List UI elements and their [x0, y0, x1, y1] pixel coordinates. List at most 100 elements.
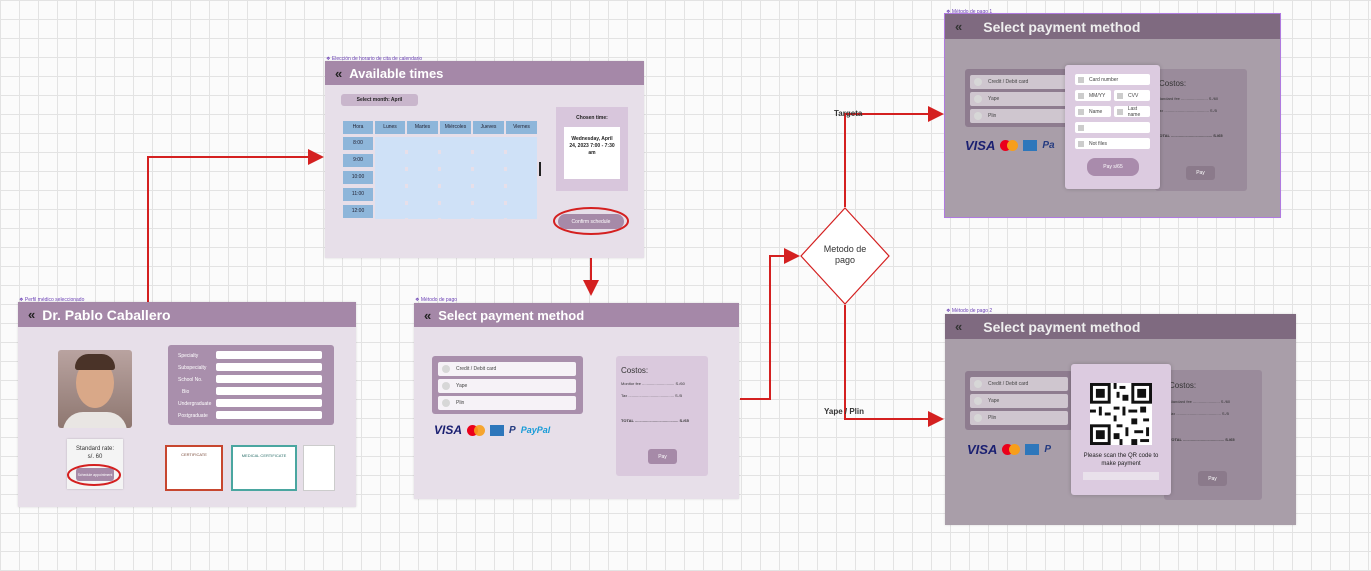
mastercard-logo	[1000, 140, 1019, 151]
cost-line-total: TOTAL ..................................…	[1157, 133, 1223, 138]
method-card[interactable]: Credit / Debit card	[970, 75, 1067, 89]
field-label-bio: Bio	[182, 389, 190, 395]
payment-methods-box: Credit / Debit card Yape Plin	[432, 356, 583, 414]
visa-logo: VISA	[967, 442, 998, 457]
radio-icon	[974, 78, 982, 86]
card-brands: VISA P	[967, 442, 1051, 457]
doctor-photo	[58, 350, 132, 428]
grid-head-jueves: Jueves	[473, 121, 504, 134]
chosen-time-value: Wednesday, April 24, 2023 7:00 - 7:30 am	[564, 127, 620, 179]
cost-line-total: TOTAL ..................................…	[621, 418, 689, 423]
pay-button[interactable]: Pay	[648, 449, 677, 464]
field-input-postgraduate[interactable]	[216, 411, 322, 419]
payment-qr-header: « Select payment method	[945, 314, 1296, 339]
rate-label: Standard rate:	[75, 446, 115, 452]
profile-header: « Dr. Pablo Caballero	[18, 302, 356, 327]
method-plin-label: Plin	[988, 113, 997, 119]
qr-code-icon	[1090, 383, 1152, 445]
back-arrow-icon[interactable]: «	[335, 65, 342, 81]
back-arrow-icon[interactable]: «	[28, 307, 35, 322]
rate-value: s/. 60	[87, 454, 103, 460]
radio-icon	[442, 365, 450, 373]
confirm-button-highlight	[553, 207, 629, 235]
radio-icon	[442, 382, 450, 390]
profile-info-box: Specialty Subspecialty School No. Bio Un…	[168, 345, 334, 425]
certificate-2-title: MEDICAL CERTIFICATE	[241, 453, 287, 458]
field-input-specialty[interactable]	[216, 351, 322, 359]
method-yape[interactable]: Yape	[970, 394, 1068, 408]
schedule-button[interactable]: Schedule appointment	[76, 468, 114, 481]
extra-input[interactable]	[1075, 122, 1150, 133]
radio-icon	[974, 95, 982, 103]
grid-head-martes: Martes	[407, 121, 438, 134]
payment-title: Select payment method	[438, 307, 585, 323]
chosen-time-box: Chosen time: Wednesday, April 24, 2023 7…	[556, 107, 628, 191]
grid-head-hour: Hora	[343, 121, 373, 134]
pay-card-button[interactable]: Pay s/65	[1087, 158, 1139, 176]
method-plin[interactable]: Plin	[970, 109, 1067, 123]
files-input[interactable]: Not files	[1075, 138, 1150, 149]
cost-line-fee: Standard fee ........................ S.…	[1157, 96, 1219, 101]
schedule-slots[interactable]	[375, 137, 537, 219]
last-name-input[interactable]: Last name	[1114, 106, 1150, 118]
branch-label-wallet: Yape / Plin	[824, 407, 865, 416]
costs-box: Costos: Monitor fee ....................…	[616, 356, 708, 476]
back-arrow-icon[interactable]: «	[424, 307, 431, 323]
cvv-input[interactable]: CVV	[1114, 90, 1150, 101]
schedule-grid: Hora Lunes Martes Miércoles Jueves Viern…	[343, 121, 537, 221]
field-input-undergraduate[interactable]	[216, 399, 322, 407]
name-input[interactable]: Name	[1075, 106, 1111, 117]
expiry-input[interactable]: MM/YY	[1075, 90, 1111, 101]
payment-card-methods-box: Credit / Debit card Yape Plin	[965, 69, 1072, 127]
paypal-icon: P	[1044, 444, 1052, 455]
method-yape-label: Yape	[456, 383, 468, 389]
scrollbar-handle[interactable]	[539, 162, 541, 176]
costs-box: Costos: Standard fee ...................…	[1155, 69, 1247, 191]
field-label-postgraduate: Postgraduate	[178, 413, 208, 419]
cost-line-tax: Tax ....................................…	[621, 393, 683, 398]
method-card-label: Credit / Debit card	[456, 366, 497, 372]
method-card-label: Credit / Debit card	[988, 381, 1029, 387]
qr-input-bar[interactable]	[1083, 472, 1159, 480]
costs-box: Costos: Standard fee ...................…	[1164, 370, 1262, 500]
field-input-bio[interactable]	[216, 387, 322, 395]
payment-header: « Select payment method	[414, 303, 739, 327]
hair-icon	[75, 354, 115, 370]
back-arrow-icon[interactable]: «	[955, 19, 962, 34]
pay-button[interactable]: Pay	[1198, 471, 1227, 486]
payment-qr-title: Select payment method	[983, 318, 1141, 335]
method-yape[interactable]: Yape	[970, 92, 1067, 106]
certificate-1-title: CERTIFICATE	[181, 452, 207, 457]
method-yape[interactable]: Yape	[438, 379, 576, 393]
cost-line-total: TOTAL ..................................…	[1169, 437, 1235, 442]
method-card[interactable]: Credit / Debit card	[438, 362, 576, 376]
field-input-school[interactable]	[216, 375, 322, 383]
mastercard-logo	[1002, 444, 1021, 455]
back-arrow-icon[interactable]: «	[955, 319, 962, 334]
arrow-payment-to-decision	[740, 248, 800, 400]
pay-button[interactable]: Pay	[1186, 166, 1215, 180]
frame-label-times: ❖ Elección de horario de cita de calenda…	[326, 56, 423, 62]
card-number-input[interactable]: Card number	[1075, 74, 1150, 85]
radio-icon	[974, 414, 982, 422]
grid-hour-1: 8:00	[343, 137, 373, 150]
method-card[interactable]: Credit / Debit card	[970, 377, 1068, 391]
payment-qr-frame: « Select payment method Credit / Debit c…	[945, 314, 1296, 525]
month-select-button[interactable]: Select month: April	[341, 94, 418, 106]
field-input-subspecialty[interactable]	[216, 363, 322, 371]
payment-card-title: Select payment method	[983, 18, 1141, 35]
confirm-schedule-button[interactable]: Confirm schedule	[558, 214, 624, 229]
payment-qr-methods-box: Credit / Debit card Yape Plin	[965, 371, 1073, 430]
amex-logo	[490, 424, 505, 436]
doctor-name: Dr. Pablo Caballero	[42, 306, 171, 323]
payment-card-frame: « Select payment method Credit / Debit c…	[944, 13, 1281, 218]
qr-instruction: Please scan the QR code to make payment	[1083, 453, 1159, 467]
frame-label-profile: ❖ Perfil médico seleccionado	[19, 297, 85, 303]
method-plin[interactable]: Plin	[438, 396, 576, 410]
method-plin[interactable]: Plin	[970, 411, 1068, 425]
grid-hour-2: 9:00	[343, 154, 373, 167]
visa-logo: VISA	[434, 423, 463, 437]
grid-hour-3: 10:00	[343, 171, 373, 184]
cost-line-fee: Standard fee ........................ S.…	[1169, 399, 1231, 404]
cost-line-fee: Monitor fee ............................…	[621, 381, 685, 386]
